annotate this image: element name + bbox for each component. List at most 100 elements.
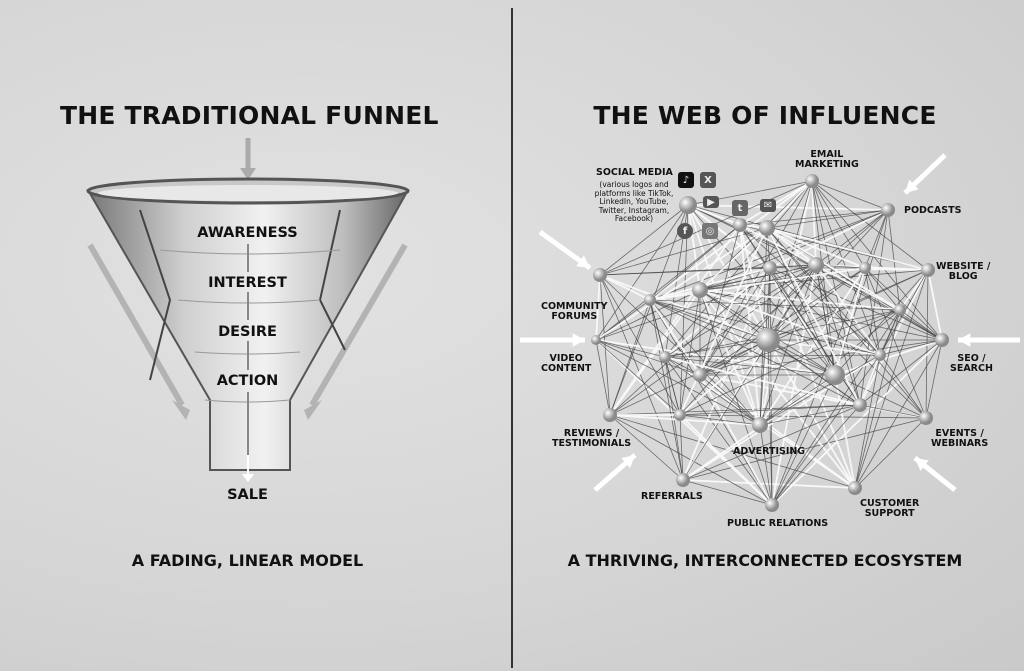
connection-line <box>815 209 889 266</box>
network-node <box>805 174 819 188</box>
connection-line <box>927 269 943 341</box>
connection-line <box>679 414 773 506</box>
connection-line <box>664 356 681 416</box>
network-node <box>644 294 656 306</box>
connection-line <box>699 374 773 506</box>
connection-line <box>769 209 889 269</box>
connection-line <box>739 224 881 356</box>
connection-line <box>859 404 927 419</box>
connection-line <box>609 414 684 481</box>
connection-line <box>899 309 943 341</box>
podcasts-label: PODCASTS <box>904 205 962 216</box>
events-webinars-label: EVENTS /WEBINARS <box>931 429 988 449</box>
network-node <box>808 257 824 273</box>
network-node <box>921 263 935 277</box>
connection-line <box>766 227 817 266</box>
connection-line <box>687 204 741 226</box>
connection-line <box>599 274 761 426</box>
network-node <box>693 368 707 382</box>
connection-line <box>759 227 768 426</box>
connection-line <box>771 339 943 506</box>
connection-line <box>679 414 761 426</box>
connection-line <box>609 414 856 489</box>
network-node <box>825 365 845 385</box>
connection-line <box>687 204 901 311</box>
label-line: FORUMS <box>551 311 598 322</box>
label-line: VIDEO <box>549 353 583 364</box>
connection-line <box>699 269 929 376</box>
network-node <box>756 328 780 352</box>
connection-line <box>854 417 927 489</box>
reviews-testimonials-label: REVIEWS /TESTIMONIALS <box>552 429 631 449</box>
youtube-icon: ▶ <box>703 196 719 208</box>
arrow-head <box>621 455 635 469</box>
connection-line <box>679 227 768 416</box>
connection-line <box>767 339 856 489</box>
network-node <box>853 398 867 412</box>
arrow-head <box>915 458 929 471</box>
network-node <box>765 498 779 512</box>
connection-line <box>599 227 768 276</box>
referrals-label: REFERRALS <box>641 491 703 502</box>
facebook-icon: f <box>677 223 693 239</box>
connection-line <box>609 224 741 416</box>
connection-line <box>864 209 889 269</box>
connection-line <box>687 204 701 291</box>
label-line: MARKETING <box>795 159 859 170</box>
website-blog-label: WEBSITE /BLOG <box>936 262 990 282</box>
network-node <box>874 349 886 361</box>
connection-line <box>699 209 889 376</box>
connection-line <box>879 309 901 356</box>
web-caption: A THRIVING, INTERCONNECTED ECOSYSTEM <box>567 551 963 570</box>
connection-line <box>609 414 761 426</box>
connection-line <box>759 180 813 426</box>
connection-line <box>769 267 856 489</box>
connection-line <box>766 209 889 229</box>
connection-line <box>699 339 943 376</box>
connection-line <box>595 274 601 341</box>
connection-line <box>664 356 761 426</box>
connection-line <box>599 274 681 416</box>
label-line: BLOG <box>948 271 978 282</box>
connection-line <box>682 267 771 481</box>
connection-line <box>854 339 943 489</box>
network-node <box>676 473 690 487</box>
network-node <box>919 411 933 425</box>
connection-line <box>766 227 901 311</box>
incoming-arrows <box>87 138 408 420</box>
connection-line <box>682 264 817 481</box>
connection-line <box>864 267 881 356</box>
connection-line <box>595 339 681 416</box>
connection-line <box>679 414 684 481</box>
connection-line <box>664 356 836 376</box>
label-line: REVIEWS / <box>563 428 620 439</box>
connection-line <box>599 274 684 481</box>
connection-line <box>759 374 836 426</box>
connection-line <box>687 204 761 426</box>
network-node <box>759 220 775 236</box>
network-node <box>659 351 671 363</box>
funnel-stage-action: ACTION <box>216 373 279 389</box>
connection-line <box>599 274 651 301</box>
arrow-head <box>958 333 971 347</box>
connection-line <box>699 267 771 376</box>
funnel-outcome-sale: SALE <box>227 487 268 503</box>
connection-line <box>609 264 817 416</box>
network-node <box>894 304 906 316</box>
connection-line <box>599 264 817 276</box>
connection-line <box>771 309 901 506</box>
label-line: COMMUNITY <box>541 301 608 312</box>
connection-line <box>859 339 943 406</box>
connection-line <box>815 264 836 376</box>
connection-line <box>649 299 773 506</box>
connection-line <box>759 404 861 426</box>
connection-line <box>815 264 881 356</box>
connection-line <box>649 299 901 311</box>
funnel-title: THE TRADITIONAL FUNNEL <box>60 101 439 130</box>
connection-line <box>599 204 689 276</box>
connection-line <box>864 267 901 311</box>
connection-line <box>766 227 929 271</box>
connection-line <box>595 204 689 341</box>
connection-line <box>649 299 701 376</box>
